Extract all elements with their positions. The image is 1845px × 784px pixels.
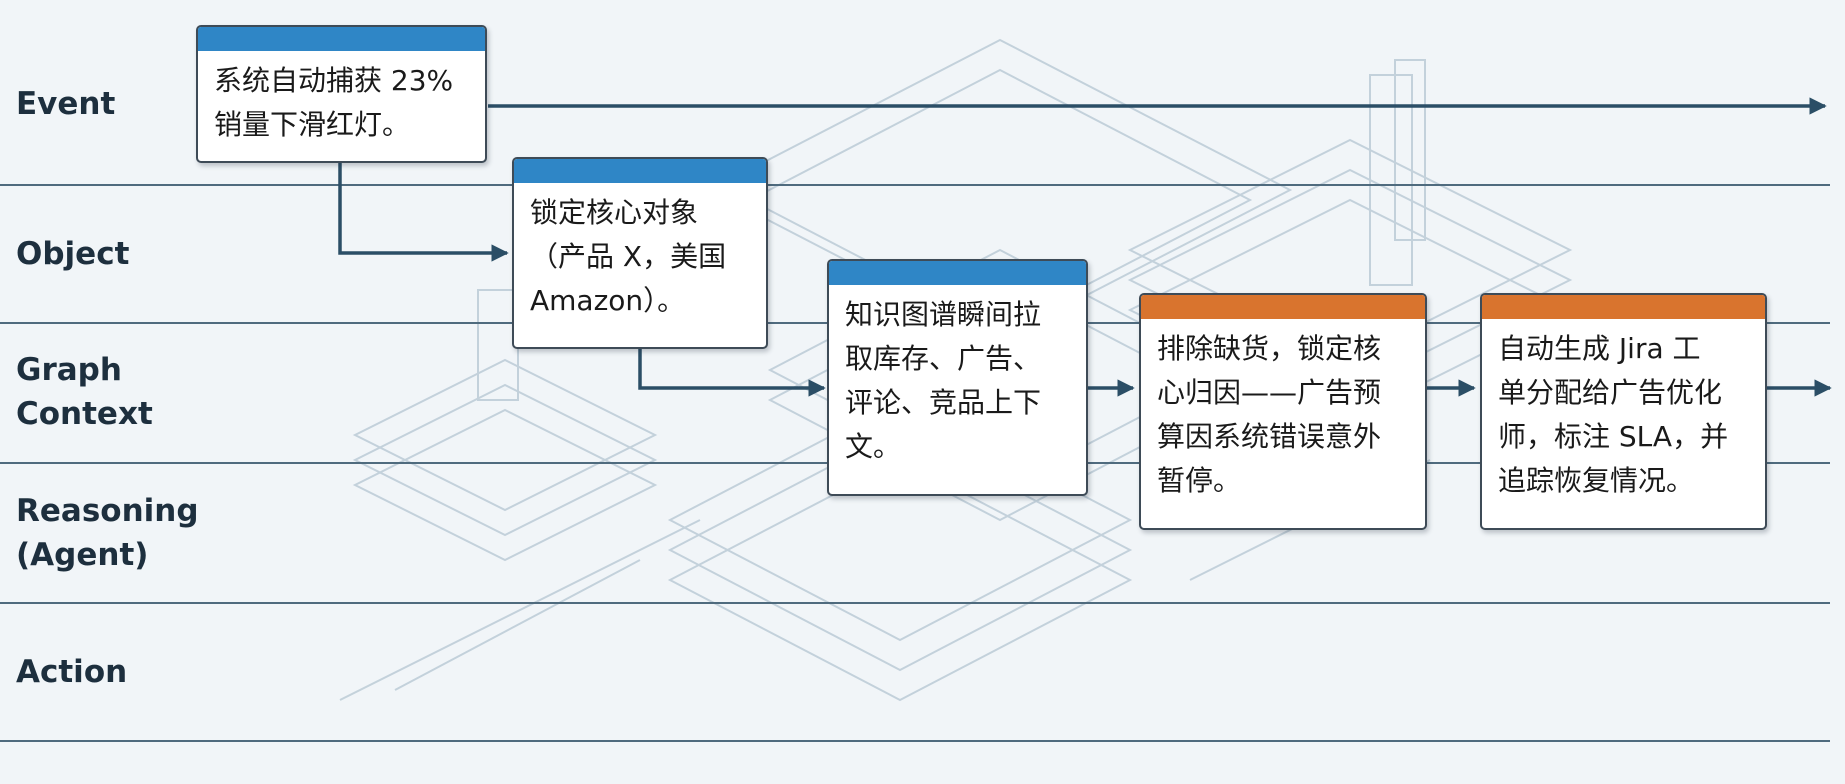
step-card-event: 系统自动捕获 23% 销量下滑红灯。 — [196, 25, 487, 163]
card-header-bar — [198, 27, 485, 51]
card-header-bar — [1482, 295, 1765, 319]
arrow-step1-to-step2 — [338, 162, 509, 262]
lane-label-object: Object — [16, 236, 130, 272]
step-card-graph-context: 知识图谱瞬间拉 取库存、广告、 评论、竞品上下 文。 — [827, 259, 1088, 496]
lane-label-event: Event — [16, 86, 116, 122]
step-text: 知识图谱瞬间拉 取库存、广告、 评论、竞品上下 文。 — [845, 298, 1042, 463]
lane-label-graph-context: Graph Context — [16, 352, 153, 432]
step-text: 系统自动捕获 23% 销量下滑红灯。 — [214, 64, 454, 141]
card-header-bar — [829, 261, 1086, 285]
step-text: 排除缺货，锁定核 心归因——广告预 算因系统错误意外 暂停。 — [1157, 332, 1382, 497]
step-card-reasoning: 排除缺货，锁定核 心归因——广告预 算因系统错误意外 暂停。 — [1139, 293, 1427, 530]
arrow-step2-to-step3 — [638, 346, 826, 397]
step-card-object: 锁定核心对象 （产品 X，美国 Amazon）。 — [512, 157, 768, 349]
step-text: 锁定核心对象 （产品 X，美国 Amazon）。 — [530, 196, 727, 317]
card-header-bar — [514, 159, 766, 183]
step-text: 自动生成 Jira 工 单分配给广告优化 师，标注 SLA，并 追踪恢复情况。 — [1498, 332, 1729, 497]
card-header-bar — [1141, 295, 1425, 319]
step-card-action: 自动生成 Jira 工 单分配给广告优化 师，标注 SLA，并 追踪恢复情况。 — [1480, 293, 1767, 530]
flow-arrows — [338, 97, 1832, 397]
lane-label-reasoning-agent: Reasoning (Agent) — [16, 493, 199, 573]
lane-label-action: Action — [16, 654, 128, 690]
